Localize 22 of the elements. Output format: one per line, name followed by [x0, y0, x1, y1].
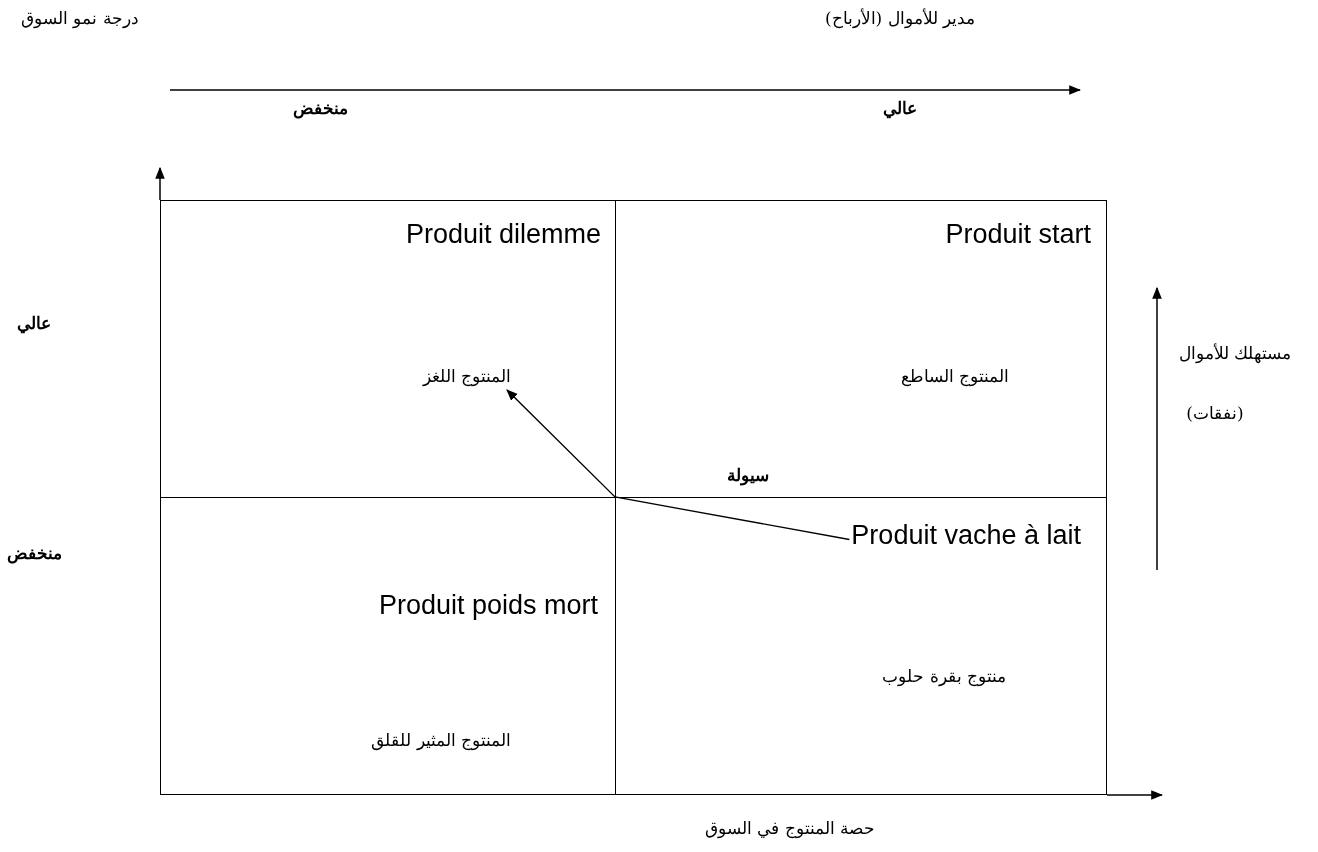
quadrant-title: Produit start: [945, 219, 1091, 250]
axis-label: مدير للأموال (الأرباح): [824, 8, 976, 28]
axis-label: مستهلك للأموال: [1178, 343, 1292, 363]
quadrant-title: Produit dilemme: [405, 219, 601, 250]
quadrant-title: Produit poids mort: [378, 590, 598, 621]
axis-label: حصة المنتوج في السوق: [704, 818, 876, 838]
axis-level-label: عالي: [17, 313, 51, 333]
matrix-quadrant: [615, 200, 1107, 499]
axis-level-label: منخفض: [6, 543, 62, 563]
axis-level-label: عالي: [883, 98, 917, 118]
quadrant-subtitle: منتوج بقرة حلوب: [882, 666, 1006, 686]
axis-label: درجة نمو السوق: [21, 8, 139, 28]
quadrant-subtitle: المنتوج الساطع: [900, 366, 1009, 386]
quadrant-title: Produit vache à lait: [851, 520, 1081, 551]
matrix-quadrant: [160, 497, 617, 795]
axis-label: (نفقات): [1186, 403, 1244, 423]
matrix-quadrant: [160, 200, 617, 499]
quadrant-subtitle: المنتوج اللغز: [422, 366, 511, 386]
quadrant-subtitle: المنتوج المثير للقلق: [371, 730, 511, 750]
matrix-quadrant: [615, 497, 1107, 795]
axis-level-label: منخفض: [292, 98, 348, 118]
edge-label: سيولة: [727, 464, 770, 485]
